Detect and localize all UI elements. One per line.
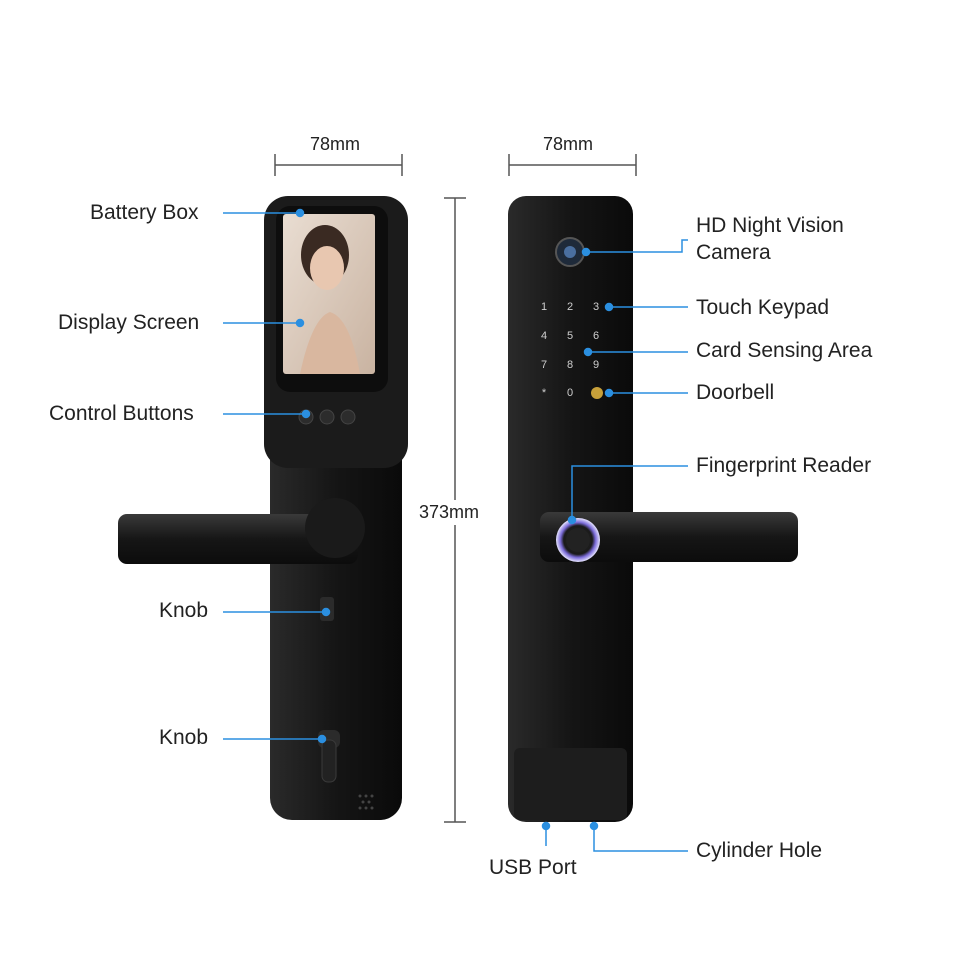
keypad-key[interactable]: 3 (592, 301, 600, 313)
front-lock-body (118, 196, 408, 820)
cylinder-hole-label: Cylinder Hole (696, 839, 823, 862)
front-handle (118, 514, 358, 564)
speaker-grille (358, 794, 374, 810)
control-button (319, 409, 335, 425)
touch-keypad-label: Touch Keypad (696, 296, 830, 319)
keypad-key[interactable]: 5 (566, 330, 574, 342)
battery-box-label: Battery Box (90, 201, 199, 224)
control-buttons-label: Control Buttons (49, 402, 194, 425)
doorbell-label: Doorbell (696, 381, 775, 404)
screen-portrait-face (310, 246, 344, 290)
front-width-dimension (274, 154, 403, 176)
fingerprint-reader-label: Fingerprint Reader (696, 454, 872, 477)
card-sensing-area-label: Card Sensing Area (696, 339, 873, 362)
keypad-key[interactable]: 8 (566, 359, 574, 371)
keypad-key[interactable]: 0 (566, 387, 574, 399)
control-button (340, 409, 356, 425)
lower-knob-label: Knob (159, 726, 209, 749)
front-width-label: 78mm (310, 134, 361, 154)
back-lock-body (508, 196, 798, 822)
back-width-dimension (508, 154, 637, 176)
keypad-key[interactable]: * (541, 387, 547, 399)
upper-knob-label: Knob (159, 599, 209, 622)
doorbell-icon (591, 387, 603, 399)
keypad-key[interactable]: 9 (592, 359, 600, 371)
back-handle (540, 512, 798, 562)
back-width-label: 78mm (543, 134, 594, 154)
height-label: 373mm (419, 500, 480, 525)
keypad-key[interactable]: 2 (566, 301, 574, 313)
display-screen-label: Display Screen (58, 311, 200, 334)
callouts (223, 208, 688, 852)
keypad-key[interactable]: 6 (592, 330, 600, 342)
usb-port-label: USB Port (489, 856, 577, 879)
keypad-key[interactable]: 1 (540, 301, 548, 313)
keypad-key[interactable]: 4 (540, 330, 548, 342)
camera-label: HD Night Vision Camera (696, 214, 844, 264)
keypad-key[interactable]: 7 (540, 359, 548, 371)
